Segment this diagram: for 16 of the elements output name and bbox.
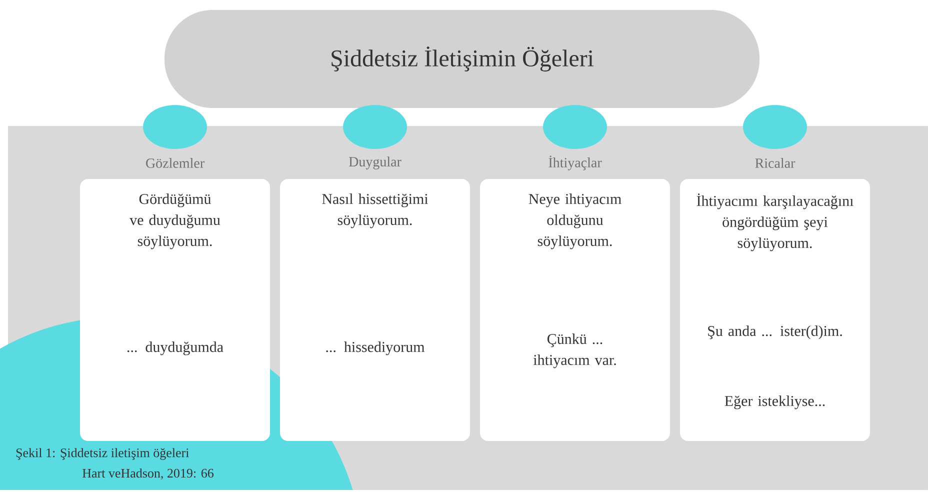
card-text: İhtiyacımı karşılayacağını öngördüğüm şeyi söylüyorum.: [696, 194, 854, 252]
card-text: Çünkü ... ihtiyacım var.: [533, 334, 616, 368]
source-note: Hart veHadson, 2019: 66: [82, 468, 214, 480]
card-text: Şu anda ... ister(d)im.: [708, 326, 842, 340]
card-text: Eğer istekliyse...: [724, 396, 825, 410]
column-heading: Duygular: [348, 156, 402, 170]
card-text: Neye ihtiyacım olduğunu söylüyorum.: [528, 194, 622, 250]
title-pill: Şiddetsiz İletişimin Öğeleri: [164, 10, 760, 108]
card-text: Gördüğümü ve duyduğumu söylüyorum.: [130, 194, 220, 250]
column-heading: İhtiyaçlar: [548, 156, 602, 170]
caption: Şekil 1: Şiddetsiz iletişim öğeleri: [16, 448, 189, 460]
column-heading: Ricalar: [755, 158, 796, 168]
card-text: Nasıl hissettiğimi söylüyorum.: [322, 194, 428, 228]
card-text: ... duyduğumda: [127, 342, 224, 356]
card-text: ... hissediyorum: [326, 342, 425, 356]
column-heading: Gözlemler: [146, 158, 204, 168]
